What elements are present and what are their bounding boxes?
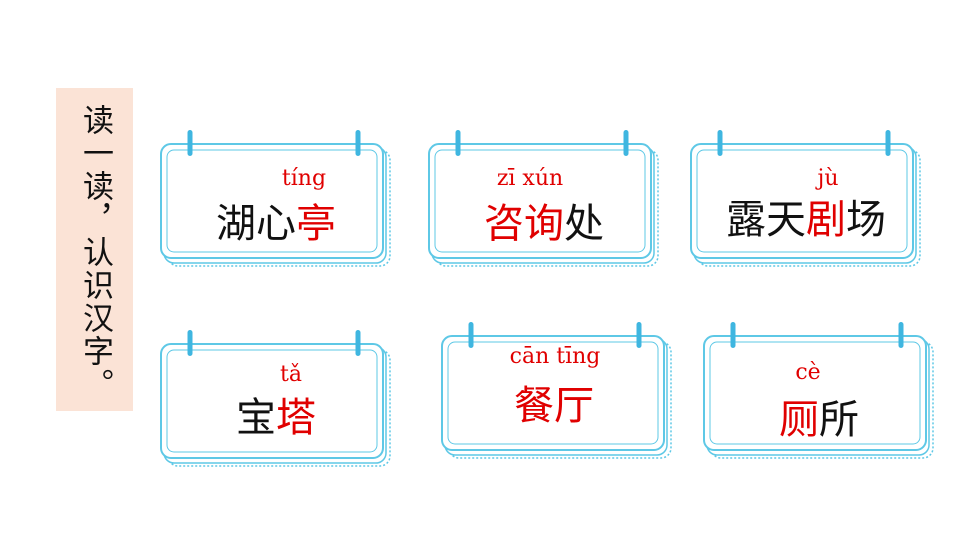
calendar-card-frame xyxy=(160,330,391,467)
pinyin-label: cān tīng xyxy=(509,344,601,369)
pinyin-label: cè xyxy=(795,360,821,385)
word-card: zī xún 咨询处 xyxy=(428,130,660,270)
calendar-card-frame xyxy=(160,130,391,267)
card-inner-border xyxy=(696,149,908,253)
binder-ring-icon xyxy=(355,130,361,156)
card-front-page xyxy=(160,143,384,259)
binder-ring-icon xyxy=(717,130,723,156)
binder-ring-icon xyxy=(636,322,642,348)
calendar-card-frame xyxy=(428,130,659,267)
calendar-card-frame xyxy=(441,322,672,459)
card-front-page xyxy=(703,335,927,451)
plain-character: 湖心 xyxy=(216,201,296,247)
binder-ring-icon xyxy=(885,130,891,156)
word-card: cān tīng 餐厅 xyxy=(441,322,673,462)
plain-character: 宝 xyxy=(236,395,276,441)
word-text: 露天剧场 xyxy=(690,200,922,240)
side-instruction-panel: 读一读，认识汉字。 xyxy=(56,88,133,411)
word-card: cè 厕所 xyxy=(703,322,935,462)
highlighted-character: 厕 xyxy=(779,397,819,443)
card-front-page xyxy=(160,343,384,459)
pinyin-label: zī xún xyxy=(496,166,564,191)
word-card: jù 露天剧场 xyxy=(690,130,922,270)
binder-ring-icon xyxy=(187,330,193,356)
card-front-page xyxy=(441,335,665,451)
highlighted-character: 咨询 xyxy=(484,201,564,247)
binder-ring-icon xyxy=(355,330,361,356)
binder-ring-icon xyxy=(623,130,629,156)
binder-ring-icon xyxy=(455,130,461,156)
word-text: 宝塔 xyxy=(160,398,392,438)
pinyin-label: jù xyxy=(817,166,839,191)
card-front-page xyxy=(428,143,652,259)
word-text: 餐厅 xyxy=(441,386,673,426)
word-text: 厕所 xyxy=(703,400,935,440)
word-card: tíng 湖心亭 xyxy=(160,130,392,270)
card-inner-border xyxy=(166,149,378,253)
calendar-card-frame xyxy=(703,322,934,459)
word-card: tǎ 宝塔 xyxy=(160,330,392,470)
binder-ring-icon xyxy=(730,322,736,348)
binder-ring-icon xyxy=(898,322,904,348)
word-text: 咨询处 xyxy=(428,204,660,244)
card-inner-border xyxy=(447,341,659,445)
plain-character: 处 xyxy=(564,201,604,247)
word-text: 湖心亭 xyxy=(160,204,392,244)
highlighted-character: 剧 xyxy=(806,197,846,243)
binder-ring-icon xyxy=(187,130,193,156)
plain-character: 场 xyxy=(846,197,886,243)
side-instruction-text: 读一读，认识汉字。 xyxy=(77,104,113,401)
calendar-card-frame xyxy=(690,130,921,267)
plain-character: 所 xyxy=(819,397,859,443)
highlighted-character: 塔 xyxy=(276,395,316,441)
highlighted-character: 亭 xyxy=(296,201,336,247)
pinyin-label: tíng xyxy=(281,166,327,191)
card-inner-border xyxy=(434,149,646,253)
binder-ring-icon xyxy=(468,322,474,348)
card-front-page xyxy=(690,143,914,259)
pinyin-label: tǎ xyxy=(280,362,302,387)
card-inner-border xyxy=(709,341,921,445)
highlighted-character: 餐厅 xyxy=(514,383,594,429)
card-inner-border xyxy=(166,349,378,453)
plain-character: 露天 xyxy=(726,197,806,243)
